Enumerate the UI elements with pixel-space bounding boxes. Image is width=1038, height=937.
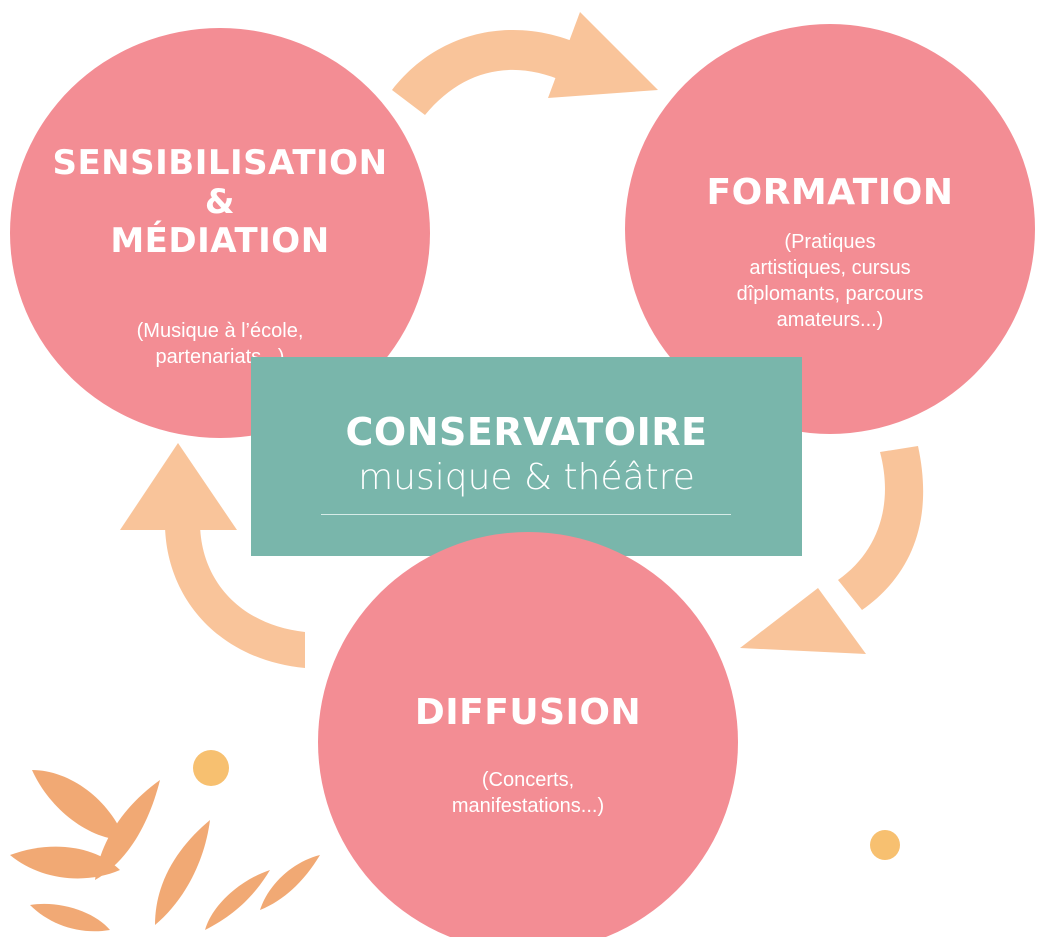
node-formation-subtitle: (Pratiques artistiques, cursus dîplomant…	[736, 231, 924, 331]
node-diffusion: Diffusion (Concerts, manifestations...)	[318, 532, 738, 937]
paint-dot-decoration-1	[193, 750, 229, 786]
center-conservatoire-box: Conservatoire musique & théâtre	[251, 357, 802, 556]
node-diffusion-subtitle: (Concerts, manifestations...)	[451, 769, 605, 817]
paint-dot-decoration-2	[870, 830, 900, 860]
node-diffusion-title: Diffusion	[414, 692, 642, 733]
node-formation-title: Formation	[706, 172, 954, 213]
arrow-diffusion-to-sensibilisation	[120, 443, 305, 668]
arrow-sensibilisation-to-formation	[392, 12, 658, 115]
center-divider	[321, 514, 731, 515]
leaf-sprig-decoration	[10, 770, 320, 932]
node-sensibilisation-title: Sensibilisation & Médiation	[52, 143, 388, 262]
arrow-formation-to-diffusion	[740, 446, 924, 654]
center-title: Conservatoire	[345, 410, 708, 454]
center-subtitle: musique & théâtre	[358, 457, 695, 498]
